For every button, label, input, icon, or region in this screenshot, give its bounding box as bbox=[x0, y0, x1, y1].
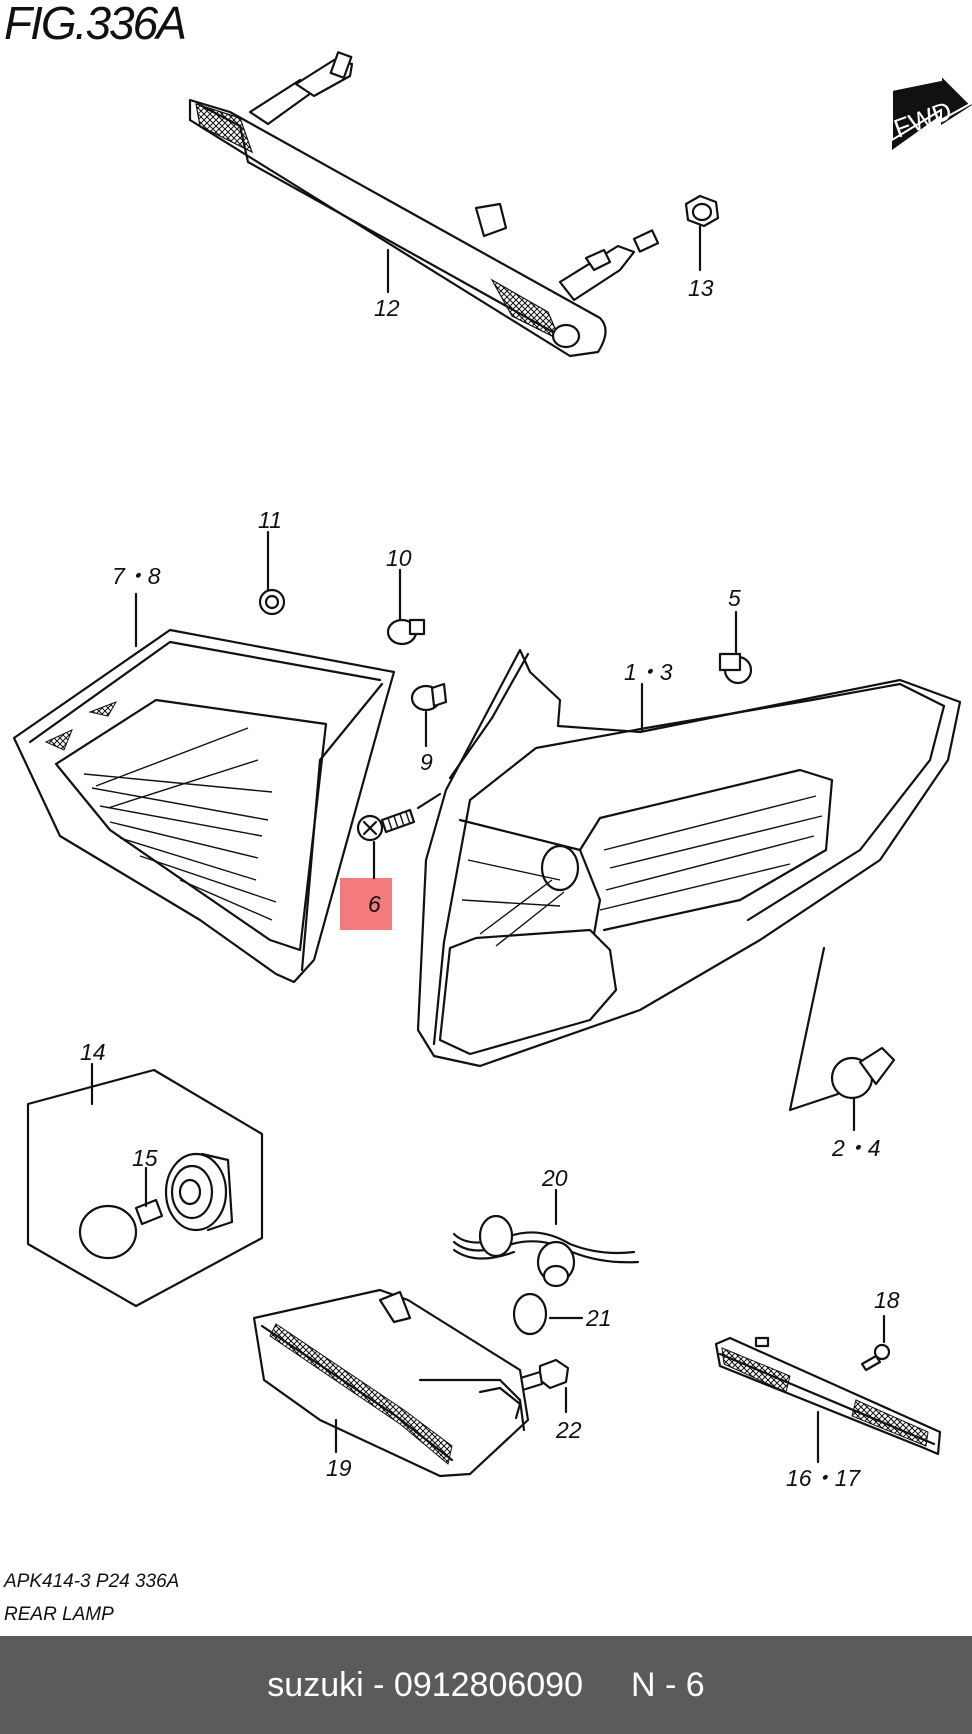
callout-18: 18 bbox=[874, 1287, 900, 1313]
callout-5: 5 bbox=[728, 585, 741, 611]
callout-19: 19 bbox=[326, 1455, 352, 1481]
exploded-parts-diagram: FWD 12 13 11 10 bbox=[12, 51, 972, 1491]
part-13-nut bbox=[684, 194, 720, 272]
part-6-bolt bbox=[356, 792, 442, 880]
callout-1-3: 1・3 bbox=[624, 659, 673, 685]
part-12-high-mount-lamp bbox=[188, 51, 660, 358]
callout-15: 15 bbox=[132, 1145, 158, 1171]
part-2-4-bulb bbox=[830, 1046, 896, 1132]
callout-6: 6 bbox=[368, 891, 381, 917]
highlight-part-6 bbox=[340, 878, 392, 930]
part-10-clip bbox=[386, 568, 426, 646]
callout-13: 13 bbox=[688, 275, 714, 301]
callout-2-4: 2・4 bbox=[831, 1135, 881, 1161]
part-number: 0912806090 bbox=[393, 1665, 583, 1704]
part-7-8-inner-lamp bbox=[12, 592, 396, 984]
callout-12: 12 bbox=[374, 295, 400, 321]
figure-title: FIG.336A bbox=[4, 0, 187, 49]
callout-9: 9 bbox=[420, 749, 433, 775]
part-9-clip bbox=[410, 682, 448, 748]
part-16-17-reflector bbox=[714, 1336, 942, 1464]
diagram-position: N - 6 bbox=[631, 1665, 705, 1704]
part-5-clip bbox=[718, 610, 753, 685]
part-14-socket-kit bbox=[26, 1062, 264, 1308]
part-18-screw bbox=[860, 1314, 891, 1372]
part-21-bulb bbox=[512, 1292, 584, 1336]
callout-21: 21 bbox=[585, 1305, 612, 1331]
brand-label: suzuki bbox=[267, 1665, 364, 1704]
part-19-rear-fog-lamp bbox=[252, 1288, 530, 1478]
part-20-wire-harness bbox=[452, 1188, 640, 1288]
fwd-arrow-icon: FWD bbox=[890, 72, 972, 150]
callout-10: 10 bbox=[386, 545, 412, 571]
callout-20: 20 bbox=[541, 1165, 568, 1191]
callout-11: 11 bbox=[258, 507, 282, 533]
callout-22: 22 bbox=[555, 1417, 582, 1443]
callout-16-17: 16・17 bbox=[786, 1465, 861, 1491]
part-1-3-rear-combination-lamp bbox=[416, 648, 962, 1112]
callout-14: 14 bbox=[80, 1039, 106, 1065]
figure-name: REAR LAMP bbox=[4, 1604, 114, 1625]
part-11-grommet bbox=[258, 530, 286, 616]
callout-7-8: 7・8 bbox=[112, 563, 161, 589]
figure-code: APK414-3 P24 336A bbox=[4, 1571, 180, 1592]
separator: - bbox=[373, 1665, 385, 1704]
part-info-bar: suzuki - 0912806090 N - 6 bbox=[0, 1636, 972, 1734]
